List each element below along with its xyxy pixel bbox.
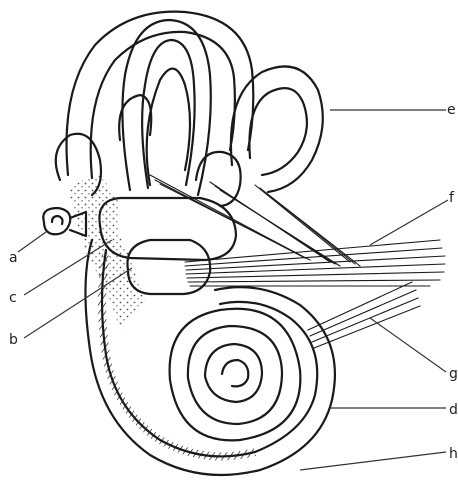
label-f: f <box>449 190 455 206</box>
label-h: h <box>449 446 458 462</box>
label-e: e <box>447 102 456 118</box>
label-g: g <box>449 366 458 382</box>
label-a: a <box>9 250 18 266</box>
label-c: c <box>9 290 17 306</box>
label-b: b <box>9 332 18 348</box>
label-d: d <box>449 402 458 418</box>
cochlear-nerve <box>308 282 420 348</box>
ampullary-nerve-fibers <box>150 175 360 266</box>
vestibular-nerve-bundle <box>185 240 445 286</box>
